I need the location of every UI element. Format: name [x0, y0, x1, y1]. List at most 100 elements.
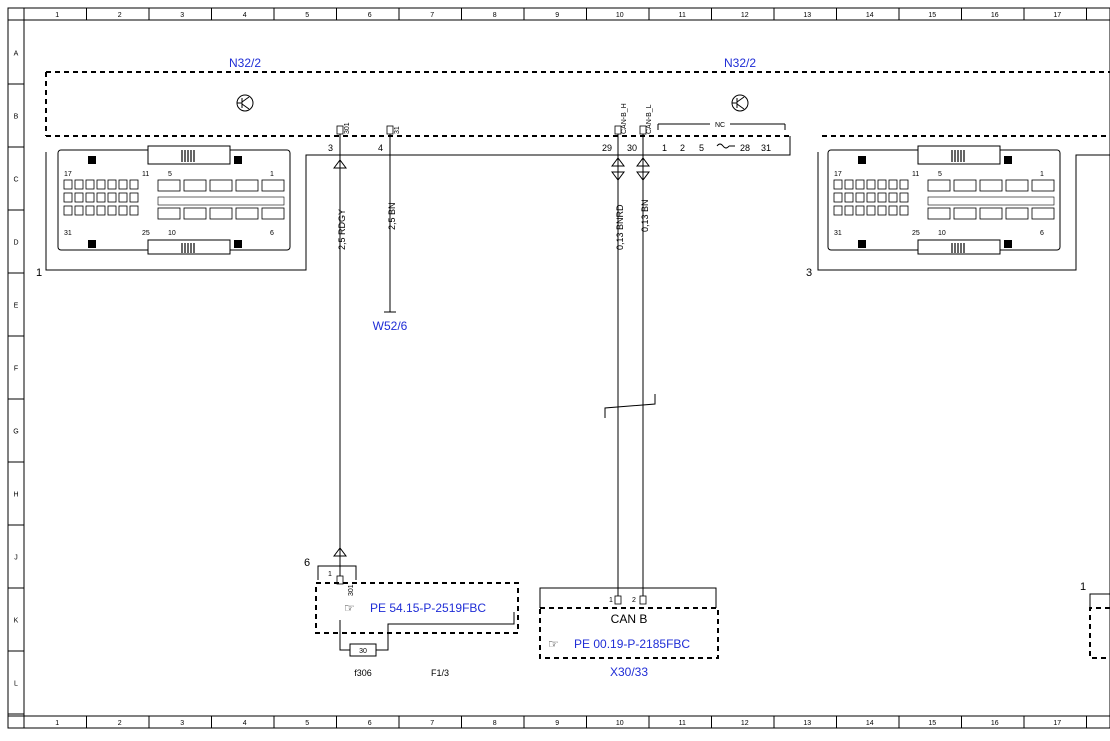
column-label: 16: [991, 12, 999, 19]
pin-label-can-h: CAN-B_H: [621, 103, 628, 134]
column-label: 6: [368, 720, 372, 727]
reference-hand-icon: ☞: [344, 601, 355, 615]
right-edge-id: 1: [1080, 581, 1086, 593]
pin-cavity: [63, 192, 73, 203]
pin-cavity: [129, 205, 139, 216]
column-label: 13: [803, 720, 811, 727]
pin-cavity: [63, 179, 73, 190]
can-pin: 2: [632, 597, 636, 604]
pin-cavity: [235, 179, 259, 192]
pin-4: 4: [378, 143, 383, 153]
column-label: 11: [679, 12, 686, 19]
row-label: D: [13, 240, 18, 247]
pin-number: 5: [168, 171, 172, 178]
pin-number: 11: [142, 171, 149, 178]
pin-cavity: [833, 192, 843, 203]
pin-cavity: [63, 205, 73, 216]
pin-cavity: [979, 207, 1003, 220]
pin-cavity: [129, 179, 139, 190]
pin-cavity: [209, 179, 233, 192]
pin-cavity: [953, 179, 977, 192]
pin-cavity: [833, 179, 843, 190]
pin-cavity: [888, 179, 898, 190]
row-label: F: [14, 366, 18, 373]
column-label: 13: [803, 12, 811, 19]
fuse-block-id: 6: [304, 557, 310, 569]
pin-number: 17: [64, 171, 72, 178]
pin-cavity: [1031, 179, 1055, 192]
connector-latch: [234, 156, 242, 164]
pin-cavity: [855, 192, 865, 203]
row-label: A: [14, 51, 19, 58]
column-label: 9: [555, 12, 559, 19]
module-label-right: N32/2: [724, 56, 756, 70]
pin-cavity: [1005, 179, 1029, 192]
connector-latch: [858, 240, 866, 248]
connector-latch: [88, 156, 96, 164]
wire-can-l: 0,13 BN: [636, 134, 650, 596]
column-label: 17: [1053, 720, 1061, 727]
column-label: 2: [118, 12, 122, 19]
pin-cavity: [107, 205, 117, 216]
can-title: CAN B: [611, 612, 648, 626]
column-label: 1: [55, 720, 59, 727]
column-label: 10: [616, 720, 624, 727]
column-label: 2: [118, 720, 122, 727]
pin-number: 1: [1040, 171, 1044, 178]
column-label: 3: [180, 12, 184, 19]
row-label: G: [13, 429, 18, 436]
fuse-ref-box: [315, 582, 519, 634]
pin-label-301: 301: [348, 584, 355, 596]
pin-cavity: [74, 205, 84, 216]
column-label: 1: [55, 12, 59, 19]
nc-pin-group: NC 1 2 5 28 31: [657, 122, 786, 153]
row-label: K: [14, 618, 19, 625]
pin-cavity: [844, 192, 854, 203]
reference-hand-icon: ☞: [548, 637, 559, 651]
pin-number: 6: [1040, 230, 1044, 237]
connector-arrow-icon: [333, 159, 347, 169]
row-ticks: [8, 83, 24, 715]
pin-cavity: [877, 192, 887, 203]
wire-can-h: 0,13 BNRD: [611, 134, 625, 596]
connector-latch: [1004, 240, 1012, 248]
column-label: 11: [679, 720, 686, 727]
nc-label: NC: [715, 122, 725, 129]
can-ref-box: [539, 607, 719, 659]
connector-3: 17 11 5 1 31 25 10 6 3: [806, 145, 1110, 279]
wire-rdgy: 2,5 RDGY: [333, 134, 347, 578]
pin-cavity: [979, 179, 1003, 192]
connector-rib: [927, 196, 1055, 206]
column-label: 5: [305, 12, 309, 19]
pin-cavity: [833, 205, 843, 216]
pin-cavity: [118, 179, 128, 190]
nc-pin: 5: [699, 143, 704, 153]
pin-label-301: 301: [344, 122, 351, 134]
pin-cavity: [118, 192, 128, 203]
pin-cavity: [899, 205, 909, 216]
pin-label-can-l: CAN-B_L: [646, 104, 653, 134]
pin-number: 10: [168, 230, 176, 237]
connector-arrow-icon: [333, 547, 347, 557]
nc-pin: 31: [761, 143, 771, 153]
pin-cavity: [866, 179, 876, 190]
can-pin: 1: [609, 597, 613, 604]
pin-number: 25: [912, 230, 920, 237]
pin-cavity: [85, 179, 95, 190]
column-label: 14: [866, 720, 874, 727]
row-label: L: [14, 681, 18, 688]
pin-number: 5: [938, 171, 942, 178]
column-label: 8: [493, 12, 497, 19]
column-label: 12: [741, 720, 749, 727]
pin-cavity: [96, 179, 106, 190]
pin-cavity: [74, 179, 84, 190]
pin-cavity: [877, 205, 887, 216]
pin-cavity: [927, 207, 951, 220]
connector-latch: [234, 240, 242, 248]
column-label: 14: [866, 12, 874, 19]
ground-ref: W52/6: [373, 319, 408, 333]
pin-cavity: [261, 207, 285, 220]
nc-pin: 1: [662, 143, 667, 153]
column-label: 5: [305, 720, 309, 727]
